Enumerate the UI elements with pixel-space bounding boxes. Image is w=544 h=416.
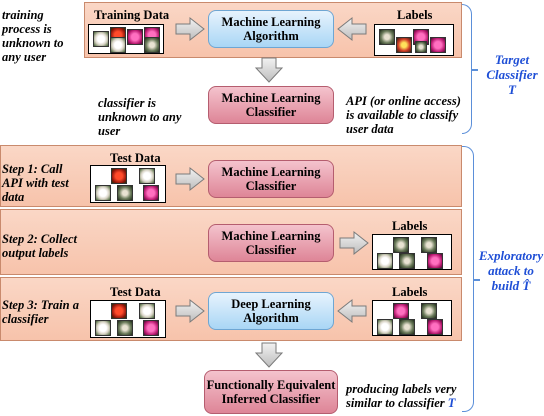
step2-labels-images: [372, 234, 452, 270]
step3-test-data-images: [90, 300, 166, 338]
step1-classifier-box: Machine Learning Classifier: [208, 160, 334, 198]
flower-image: [415, 41, 427, 53]
target-brace: [462, 4, 478, 134]
attack-brace: [462, 146, 480, 412]
flower-image: [111, 303, 127, 319]
flower-image: [139, 168, 155, 184]
labels-label: Labels: [397, 8, 433, 22]
flower-image: [111, 168, 127, 184]
note-classifier-unknown: classifier is unknown to any user: [98, 96, 182, 138]
step2-labels-label: Labels: [392, 219, 428, 233]
down-arrow-icon: [254, 57, 284, 83]
flower-image: [144, 37, 160, 53]
flower-image: [379, 29, 395, 45]
ml-classifier-box: Machine Learning Classifier: [208, 86, 334, 124]
flower-image: [143, 320, 159, 336]
flower-image: [93, 31, 109, 47]
flower-image: [377, 253, 393, 269]
flower-image: [427, 253, 443, 269]
step2-classifier-box: Machine Learning Classifier: [208, 224, 334, 262]
step3-labels-label: Labels: [392, 285, 428, 299]
flower-image: [399, 319, 415, 335]
flower-image: [421, 237, 437, 253]
target-classifier-label: Target Classifier T: [486, 52, 538, 97]
step1-text: Step 1: Call API with test data: [2, 162, 69, 204]
inferred-classifier-box: Functionally Equivalent Inferred Classif…: [204, 370, 338, 414]
flower-image: [127, 29, 143, 45]
flower-image: [427, 319, 443, 335]
flower-image: [117, 320, 133, 336]
step3-test-data-label: Test Data: [110, 285, 161, 299]
flower-image: [430, 37, 446, 53]
flower-image: [393, 303, 409, 319]
down-arrow-icon: [254, 342, 284, 368]
note-result-text: producing labels very similar to classif…: [346, 382, 457, 410]
flower-image: [393, 237, 409, 253]
flower-image: [139, 303, 155, 319]
note-result: producing labels very similar to classif…: [346, 382, 458, 410]
flower-image: [95, 185, 111, 201]
step1-test-data-images: [90, 165, 166, 203]
step3-text: Step 3: Train a classifier: [2, 298, 79, 326]
labels-images: [374, 24, 454, 56]
note-api-available: API (or online access) is available to c…: [346, 94, 461, 136]
training-data-images: [88, 24, 164, 54]
flower-image: [399, 253, 415, 269]
flower-image: [95, 320, 111, 336]
flower-image: [421, 303, 437, 319]
flower-image: [110, 37, 126, 53]
flower-image: [377, 319, 393, 335]
ml-algorithm-box: Machine Learning Algorithm: [208, 10, 334, 48]
step3-labels-images: [372, 300, 452, 336]
deep-learning-algorithm-box: Deep Learning Algorithm: [208, 292, 334, 330]
flower-image: [396, 37, 412, 53]
flower-image: [117, 185, 133, 201]
note-result-symbol: T: [447, 396, 456, 410]
exploratory-attack-label: Exploratory attack to build T̂: [478, 248, 544, 293]
training-data-label: Training Data: [94, 8, 170, 22]
step1-test-data-label: Test Data: [110, 151, 161, 165]
note-training-unknown: training process is unknown to any user: [2, 8, 64, 64]
flower-image: [143, 185, 159, 201]
step2-text: Step 2: Collect output labels: [2, 232, 77, 260]
